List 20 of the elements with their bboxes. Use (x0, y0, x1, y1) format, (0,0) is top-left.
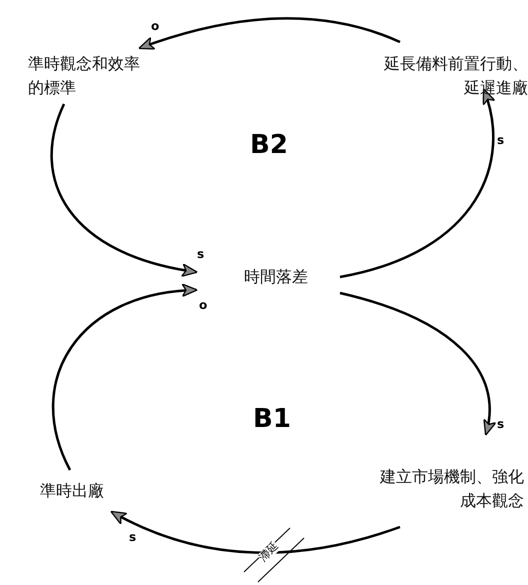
edge-label: s (496, 418, 506, 431)
arrow (110, 510, 400, 554)
edge-label: o (198, 299, 208, 312)
arrow (340, 88, 495, 278)
arrow (138, 17, 400, 50)
loop-label: B2 (250, 130, 288, 160)
edge-label: s (128, 531, 138, 544)
variable-label: 時間落差 (243, 266, 309, 288)
arrow (340, 292, 496, 436)
variable-label: 準時出廠 (40, 480, 105, 502)
loop-label: B1 (253, 404, 291, 434)
variable-label: 建立市場機制、強化成本觀念 (378, 466, 524, 512)
arrow (50, 104, 198, 276)
arrow (52, 284, 198, 470)
variable-label: 延長備料前置行動、延遲進廠 (383, 53, 528, 99)
delay-label: 滯延 (256, 540, 282, 564)
variable-label: 準時觀念和效率的標準 (28, 53, 140, 99)
edge-label: s (196, 248, 206, 261)
edge-label: o (150, 20, 160, 33)
edge-label: s (496, 134, 506, 147)
